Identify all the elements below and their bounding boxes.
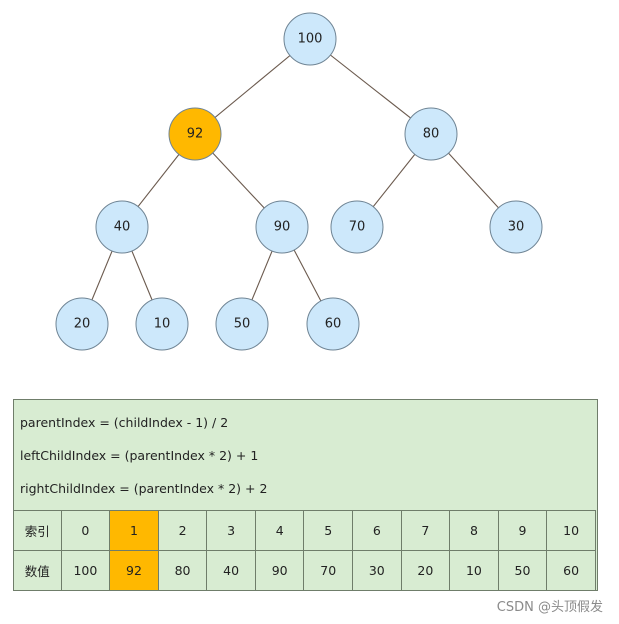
- index-cell: 9: [497, 510, 548, 551]
- tree-node: 80: [404, 107, 458, 161]
- index-cell: 10: [546, 510, 596, 551]
- tree-node: 20: [55, 297, 109, 351]
- right-child-index-formula: rightChildIndex = (parentIndex * 2) + 2: [20, 481, 268, 496]
- value-cell: 100: [60, 550, 111, 591]
- tree-node: 50: [215, 297, 269, 351]
- index-cell: 6: [352, 510, 402, 551]
- tree-node: 60: [306, 297, 360, 351]
- node-value: 100: [298, 32, 323, 47]
- tree-node: 30: [489, 200, 543, 254]
- parent-index-formula: parentIndex = (childIndex - 1) / 2: [20, 415, 229, 430]
- node-circle: [404, 107, 458, 161]
- node-value: 60: [325, 317, 342, 332]
- node-value: 70: [349, 220, 366, 235]
- index-cell: 7: [400, 510, 451, 551]
- value-cell: 60: [546, 550, 596, 591]
- node-circle: [95, 200, 149, 254]
- watermark: CSDN @头顶假发: [496, 600, 603, 615]
- tree-node: 100: [283, 12, 337, 66]
- value-row-header: 数值: [13, 550, 62, 591]
- node-value: 90: [274, 220, 291, 235]
- value-cell: 50: [497, 550, 548, 591]
- value-cell: 80: [157, 550, 208, 591]
- node-circle: [135, 297, 189, 351]
- index-cell: 3: [206, 510, 256, 551]
- value-cell: 20: [400, 550, 451, 591]
- node-circle: [255, 200, 309, 254]
- node-circle: [306, 297, 360, 351]
- tree-node: 40: [95, 200, 149, 254]
- node-value: 20: [74, 317, 91, 332]
- value-cell: 40: [206, 550, 256, 591]
- index-formula-panel: parentIndex = (childIndex - 1) / 2 leftC…: [13, 399, 598, 591]
- left-child-index-formula: leftChildIndex = (parentIndex * 2) + 1: [20, 448, 259, 463]
- tree-node: 10: [135, 297, 189, 351]
- index-row-header: 索引: [13, 510, 62, 551]
- node-circle: [283, 12, 337, 66]
- node-value: 10: [154, 317, 171, 332]
- highlighted-node-circle: [168, 107, 222, 161]
- tree-node: 92: [168, 107, 222, 161]
- value-cell: 70: [303, 550, 354, 591]
- node-circle: [489, 200, 543, 254]
- index-cell: 2: [157, 510, 208, 551]
- value-cell: 10: [449, 550, 499, 591]
- value-cell: 90: [254, 550, 305, 591]
- node-circle: [330, 200, 384, 254]
- node-value: 30: [508, 220, 525, 235]
- tree-node: 70: [330, 200, 384, 254]
- node-value: 50: [234, 317, 251, 332]
- node-circle: [215, 297, 269, 351]
- node-value: 80: [423, 127, 440, 142]
- index-cell: 0: [60, 510, 111, 551]
- value-cell: 92: [109, 550, 159, 591]
- index-cell: 5: [303, 510, 354, 551]
- tree-edges: [81, 38, 517, 325]
- node-value: 40: [114, 220, 131, 235]
- binary-tree: 100 92 80 40 90 70 30 20 10 50 60: [55, 12, 543, 351]
- tree-node: 90: [255, 200, 309, 254]
- node-value: 92: [187, 127, 204, 142]
- value-cell: 30: [352, 550, 402, 591]
- index-cell: 1: [109, 510, 159, 551]
- tree-nodes: 100 92 80 40 90 70 30 20 10 50 60: [55, 12, 543, 351]
- index-cell: 4: [254, 510, 305, 551]
- index-cell: 8: [449, 510, 499, 551]
- node-circle: [55, 297, 109, 351]
